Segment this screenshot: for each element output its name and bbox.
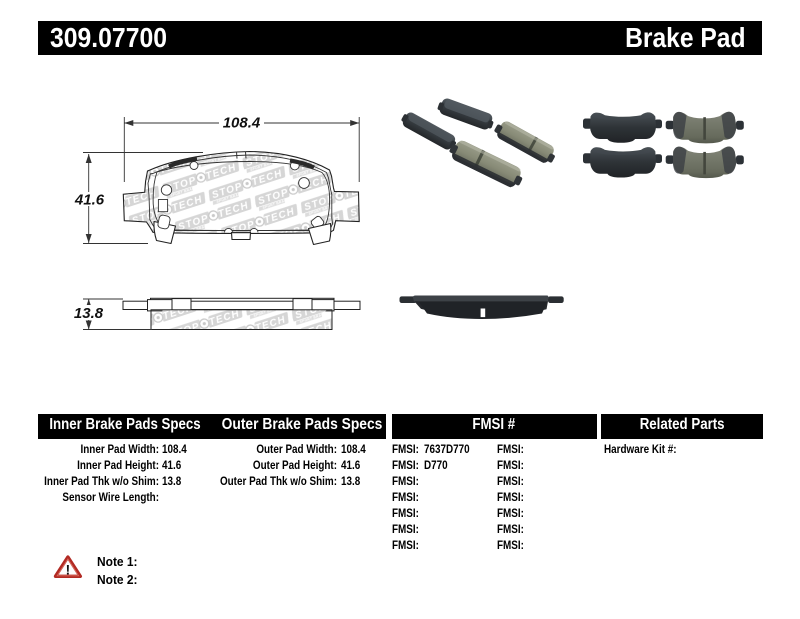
svg-text:13.8: 13.8 bbox=[74, 305, 104, 322]
svg-text:!: ! bbox=[66, 562, 71, 577]
svg-text:41.6: 41.6 bbox=[74, 192, 105, 209]
svg-text:108.4: 108.4 bbox=[223, 115, 261, 132]
